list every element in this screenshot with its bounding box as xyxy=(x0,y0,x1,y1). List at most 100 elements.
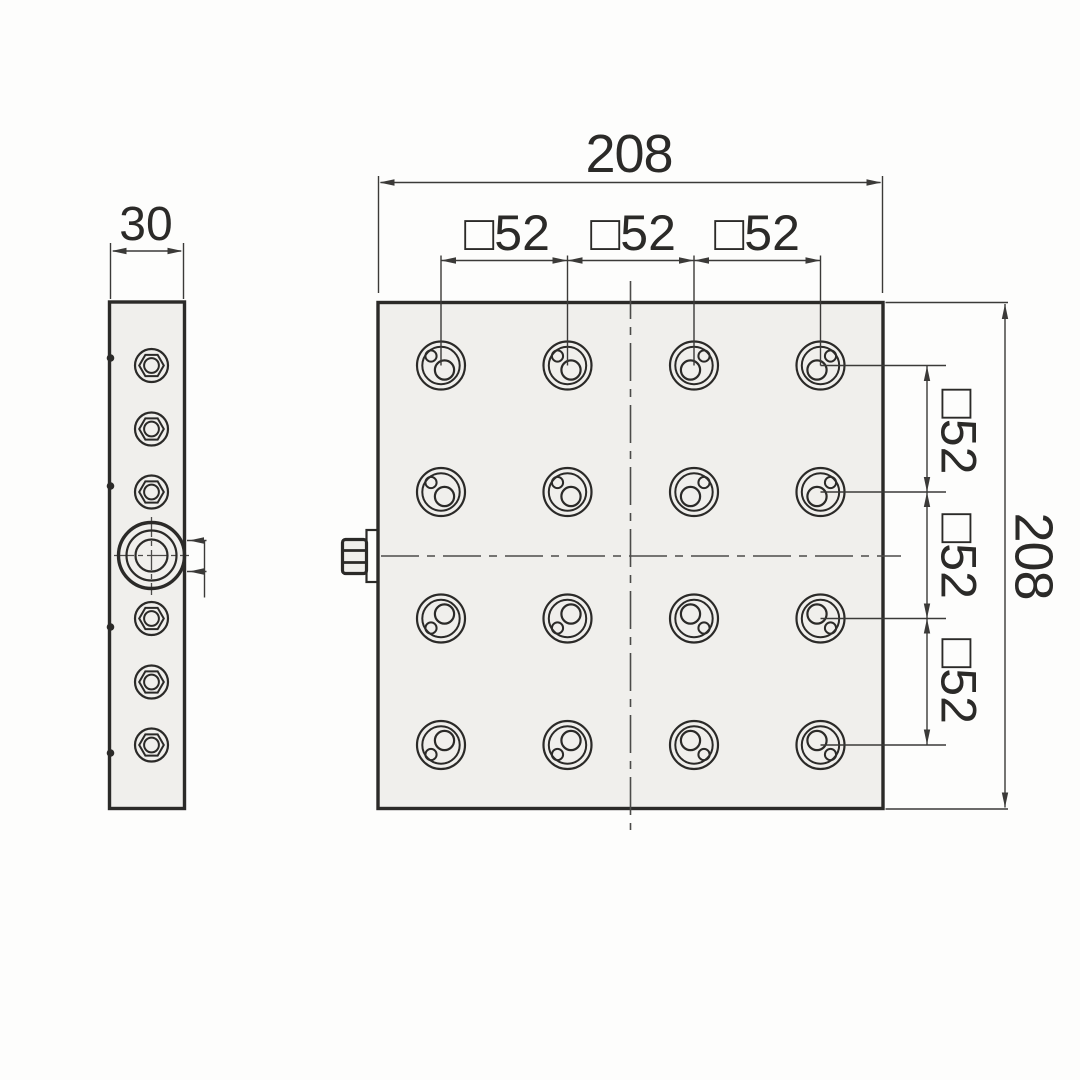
hole-ball-circle xyxy=(550,621,565,635)
dimension-arrowhead xyxy=(1001,792,1009,808)
edge-notch xyxy=(106,623,115,631)
edge-notch xyxy=(106,482,115,490)
hole-ball-circle xyxy=(823,475,838,490)
hole-plug-circle xyxy=(433,359,456,381)
hole-outer-ring xyxy=(668,466,720,518)
hole-plug-circle xyxy=(560,603,582,625)
hole-outer-ring xyxy=(415,719,467,771)
dimension-arrowhead xyxy=(441,257,456,264)
hole-plug-circle xyxy=(560,729,582,752)
hole-ball-circle xyxy=(424,349,438,363)
side-hole-inner xyxy=(143,673,160,691)
side-hole xyxy=(133,727,170,763)
side-hole-outer xyxy=(133,474,170,510)
hole-inner-ring xyxy=(421,725,461,765)
dimension-arrowheads xyxy=(111,179,1009,808)
hole-inner-ring xyxy=(547,472,588,512)
mount-hole xyxy=(668,719,720,771)
mount-hole xyxy=(542,719,593,771)
side-hole-outer xyxy=(133,411,170,447)
hole-plug-circle xyxy=(806,485,828,508)
dimension-arrowhead xyxy=(552,257,568,264)
front-width-dimension: 208 xyxy=(377,124,884,293)
front-width-dim-label: 208 xyxy=(585,124,672,184)
side-hole-outer xyxy=(133,600,170,637)
hole-ball-circle xyxy=(424,621,438,635)
pitch-top-label-2: □52 xyxy=(590,205,676,261)
hole-outer-ring xyxy=(542,593,593,644)
boss-outer-circle xyxy=(116,520,187,591)
hole-ball-circle xyxy=(550,747,565,762)
side-hole-outer xyxy=(133,664,170,700)
hex-socket xyxy=(138,353,165,378)
dimension-arrowhead xyxy=(379,179,395,186)
hole-ball-circle xyxy=(697,349,711,363)
hole-plug-circle xyxy=(679,359,702,381)
hole-outer-ring xyxy=(542,466,593,518)
side-hole xyxy=(133,600,170,637)
dimension-arrowhead xyxy=(189,568,204,575)
hole-inner-ring xyxy=(547,598,588,639)
side-edge-notches xyxy=(106,354,115,757)
hex-socket xyxy=(138,670,165,694)
mount-hole xyxy=(668,593,720,644)
side-hole xyxy=(133,347,170,384)
side-thickness-dimension: 30 xyxy=(109,198,185,299)
hole-plug-circle xyxy=(679,729,702,752)
hex-socket xyxy=(138,417,165,441)
hole-ball-circle xyxy=(823,747,838,762)
hole-outer-ring xyxy=(542,719,593,771)
hole-inner-ring xyxy=(547,725,588,765)
hole-inner-ring xyxy=(674,472,714,512)
dimension-arrowhead xyxy=(567,257,583,264)
hole-plug-circle xyxy=(433,729,456,752)
hole-plug-circle xyxy=(560,359,582,381)
hole-plug-circle xyxy=(806,359,828,381)
side-center-boss xyxy=(114,517,189,595)
hole-inner-ring xyxy=(674,598,714,639)
side-hole-outer xyxy=(133,727,170,763)
front-hole-grid xyxy=(415,340,846,771)
clamp-bolt-assembly xyxy=(340,528,381,584)
pitch-dimension-right: □52 □52 □52 xyxy=(926,365,987,745)
hole-ball-circle xyxy=(550,475,565,490)
hole-outer-ring xyxy=(668,593,720,644)
hole-plug-circle xyxy=(433,603,456,625)
hex-socket xyxy=(138,606,165,631)
side-hole-column xyxy=(133,347,170,763)
dimension-arrowhead xyxy=(923,618,931,634)
hole-ball-circle xyxy=(697,747,711,762)
dimension-arrowhead xyxy=(694,257,709,264)
front-height-dimension: 208 xyxy=(885,301,1064,810)
hole-plug-circle xyxy=(806,603,828,625)
side-thickness-dim-label: 30 xyxy=(119,198,172,251)
hole-inner-ring xyxy=(674,725,714,765)
hole-ball-circle xyxy=(424,747,438,762)
side-hole xyxy=(133,474,170,510)
hole-ball-circle xyxy=(697,475,711,490)
mount-hole xyxy=(542,593,593,644)
pitch-extension-lines-top xyxy=(440,255,822,366)
side-hole-outer xyxy=(133,347,170,384)
side-hole-inner xyxy=(143,736,160,754)
hex-socket xyxy=(138,733,165,757)
dimension-arrowhead xyxy=(679,257,694,264)
hole-plug-circle xyxy=(560,485,582,508)
hole-ball-circle xyxy=(697,621,711,635)
edge-notch xyxy=(106,354,115,362)
dimension-arrowhead xyxy=(1001,304,1009,319)
dimension-arrowhead xyxy=(189,537,204,544)
boss-inner-circle xyxy=(134,538,169,573)
edge-notch xyxy=(106,749,115,757)
hole-outer-ring xyxy=(668,719,720,771)
front-height-dim-label: 208 xyxy=(1004,512,1064,599)
hole-ball-circle xyxy=(424,475,438,490)
pitch-top-label-1: □52 xyxy=(464,205,550,261)
pitch-right-label-3: □52 xyxy=(931,638,987,724)
mount-hole xyxy=(415,719,467,771)
boss-mid-circle xyxy=(125,529,178,582)
dimension-arrowhead xyxy=(866,179,882,186)
hole-ball-circle xyxy=(823,621,838,635)
dimension-arrowhead xyxy=(805,257,821,264)
dimension-arrowhead xyxy=(923,603,931,619)
